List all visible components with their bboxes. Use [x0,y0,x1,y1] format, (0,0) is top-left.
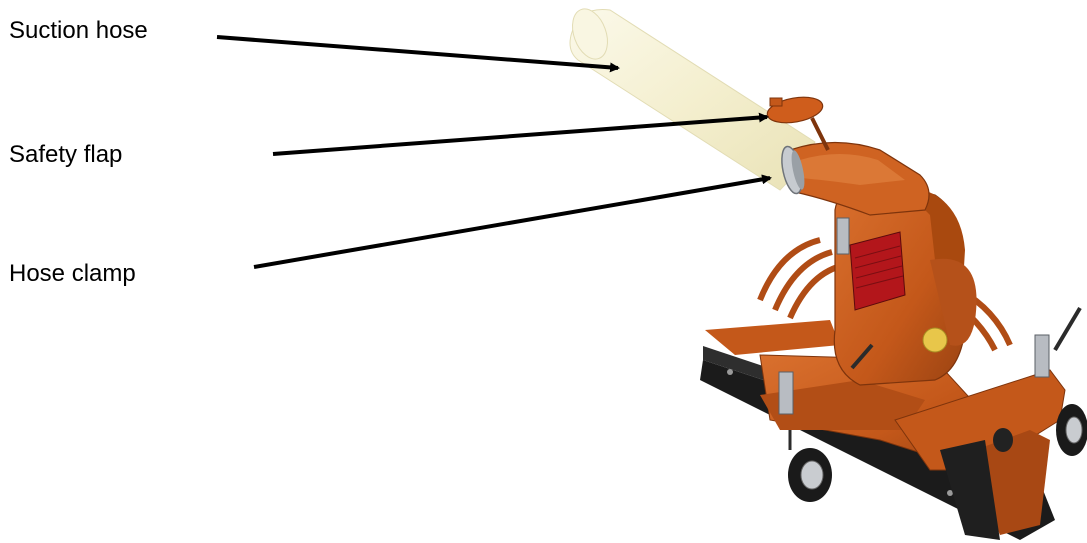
hose-clamp [781,145,805,195]
safety-flap-label: Safety flap [9,141,123,168]
hose-clamp-label: Hose clamp [9,260,136,287]
suction-hose-label: Suction hose [9,17,148,44]
height-adjusters [778,217,1082,450]
callout-arrows [216,35,772,269]
hose-clamp-arrow [253,174,772,269]
blower-housing [833,179,977,386]
suction-hose-arrow [216,35,620,73]
outlet-elbow [789,141,930,216]
suction-hose [569,8,816,191]
safety-flap-arrow [272,112,769,156]
machine-frame [705,320,1066,540]
wheels [788,404,1087,502]
